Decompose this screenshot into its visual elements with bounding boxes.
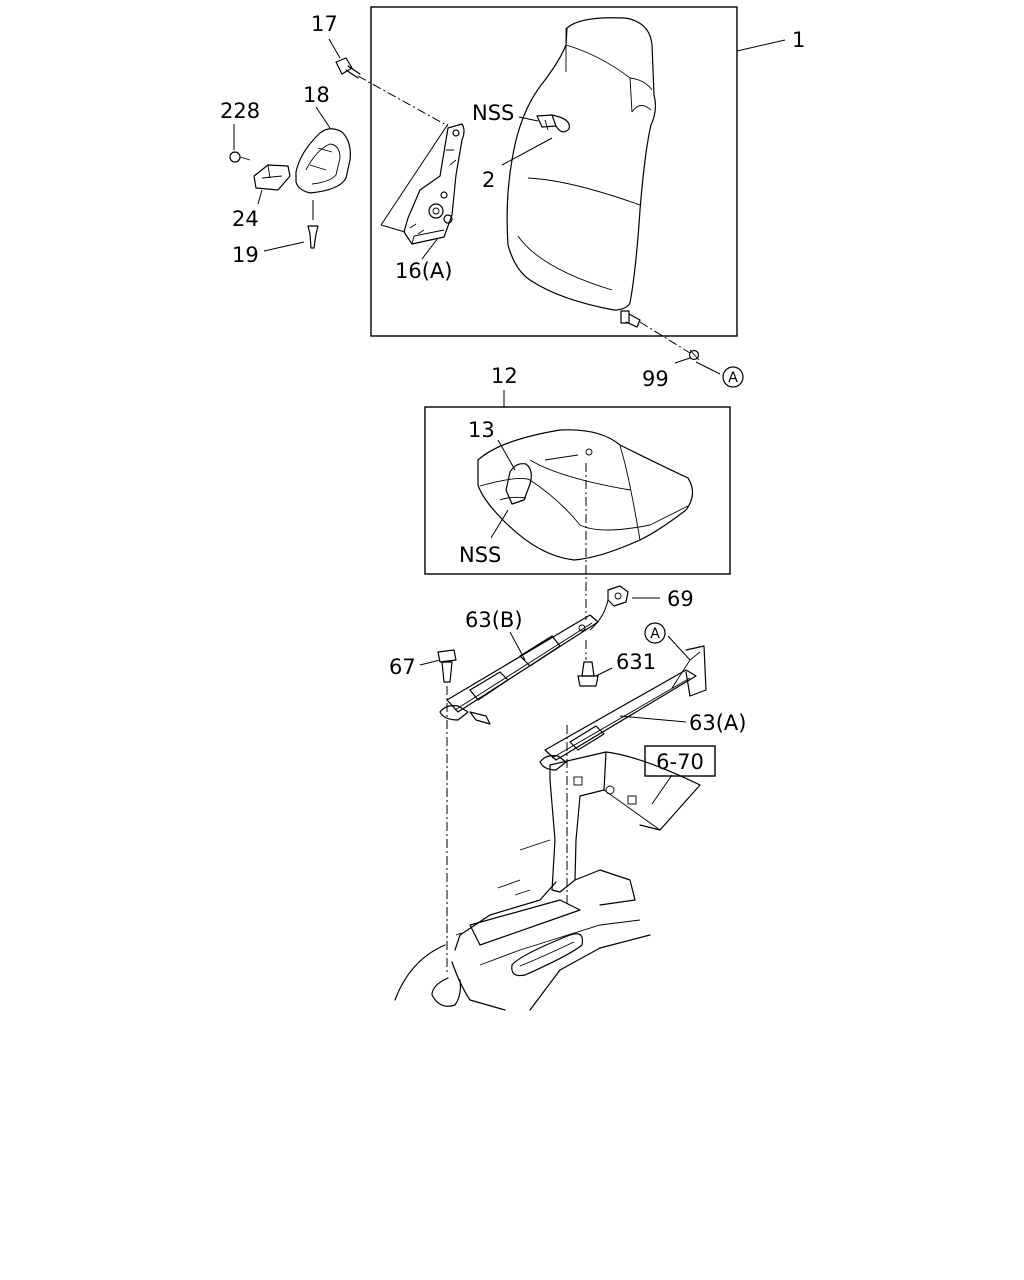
label-228: 228 [220, 99, 260, 123]
seatback-strap [536, 114, 570, 133]
label-67: 67 [389, 655, 416, 679]
bolt-17 [335, 57, 361, 79]
ref-a-label-1: A [728, 370, 738, 386]
label-99: 99 [642, 367, 669, 391]
label-19: 19 [232, 243, 259, 267]
ref-a-label-2: A [650, 626, 660, 642]
seat-cushion [477, 429, 694, 561]
seat-rail-63a [539, 645, 707, 771]
label-18: 18 [303, 83, 330, 107]
recliner-knob-24 [253, 164, 291, 191]
side-cover-18 [295, 128, 351, 194]
label-63b: 63(B) [465, 608, 523, 632]
label-nss-top: NSS [472, 101, 514, 125]
label-16a: 16(A) [395, 259, 452, 283]
nut-69 [607, 585, 629, 607]
bolt-67 [437, 649, 457, 683]
bolt-631 [577, 661, 599, 687]
label-2: 2 [482, 168, 495, 192]
cushion-group-box [424, 406, 731, 575]
label-63a: 63(A) [689, 711, 746, 735]
cushion-strap [499, 463, 532, 505]
ref-a-circle-1 [722, 366, 744, 388]
seatback-cushion [506, 17, 657, 311]
label-631: 631 [616, 650, 656, 674]
label-12: 12 [491, 364, 518, 388]
seatback-mount-bolt [620, 310, 700, 361]
label-17: 17 [311, 12, 338, 36]
screw-19 [307, 225, 319, 249]
floor-structure [394, 751, 701, 1011]
ref-a-circle-2 [644, 622, 666, 644]
screw-228 [229, 151, 251, 163]
label-69: 69 [667, 587, 694, 611]
label-24: 24 [232, 207, 259, 231]
ref-6-70-box [644, 745, 716, 777]
seatback-group-box [370, 6, 738, 337]
recliner-bracket [403, 123, 465, 245]
ref-6-70-label: 6-70 [656, 750, 704, 774]
label-1: 1 [792, 28, 805, 52]
label-nss-bottom: NSS [459, 543, 501, 567]
label-13: 13 [468, 418, 495, 442]
